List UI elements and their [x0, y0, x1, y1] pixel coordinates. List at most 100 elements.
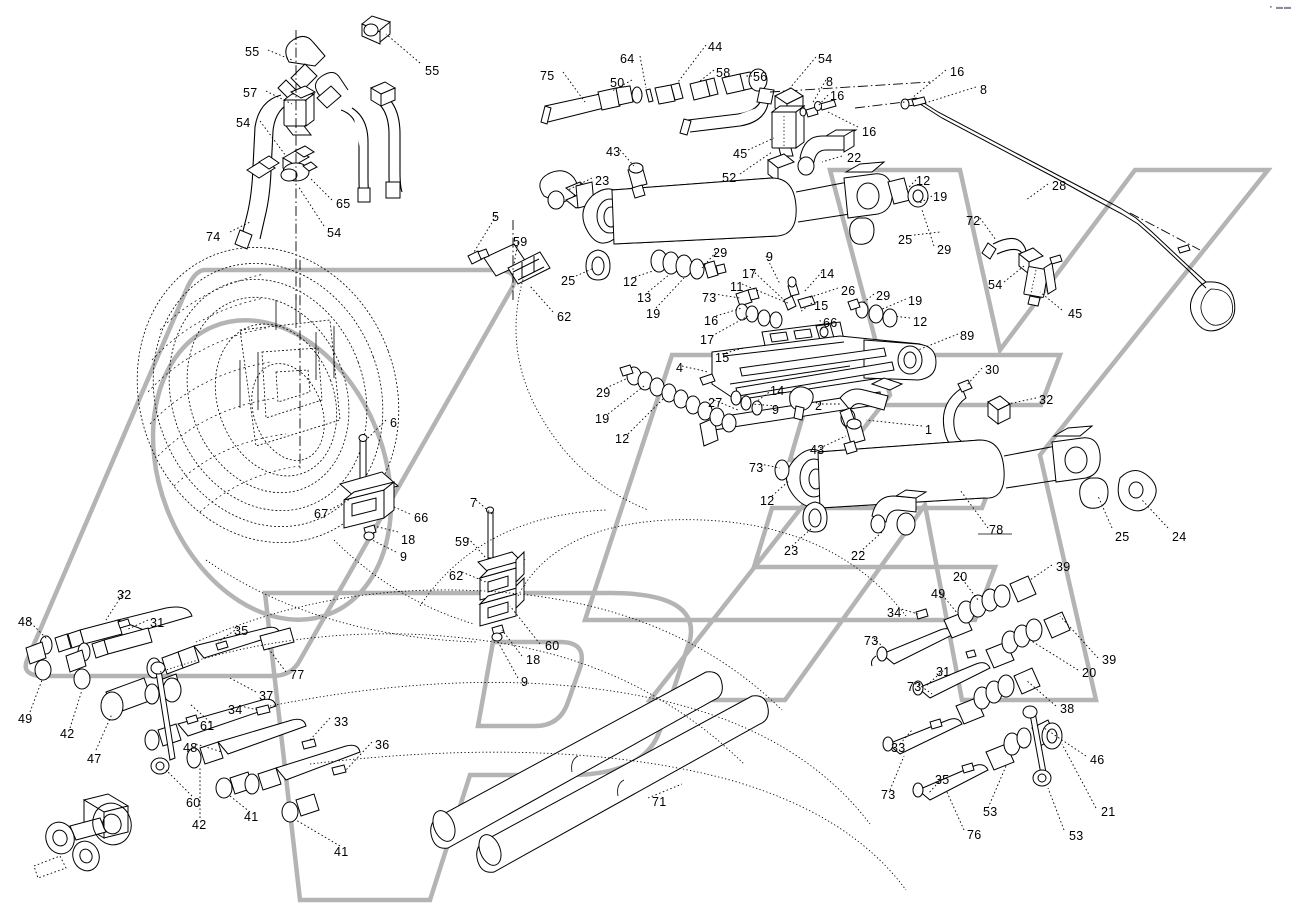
callout-number: 21	[1101, 805, 1116, 819]
right-mid-hose-group	[981, 237, 1063, 307]
callout-number: 25	[898, 233, 913, 247]
callout-number: 59	[455, 535, 470, 549]
callout-number: 35	[234, 624, 249, 638]
callout-number: 22	[847, 151, 862, 165]
callout-number: 58	[716, 66, 731, 80]
callout-number: 57	[243, 86, 258, 100]
callout-number: 54	[327, 226, 342, 240]
callout-number: 19	[908, 294, 923, 308]
callout-number: 34	[887, 606, 902, 620]
callout-number: 6	[390, 416, 398, 430]
callout-number: 8	[980, 83, 988, 97]
callout-number: 20	[1082, 666, 1097, 680]
callout-number: 73	[864, 634, 879, 648]
callout-number: 33	[891, 741, 906, 755]
callout-number: 11	[730, 280, 744, 294]
callout-number: 18	[526, 653, 541, 667]
callout-number: 39	[1102, 653, 1117, 667]
callout-number: 62	[449, 569, 464, 583]
callout-number: 8	[826, 75, 834, 89]
callout-number: 44	[708, 40, 723, 54]
callout-number: 13	[637, 291, 652, 305]
callout-number: 53	[1069, 829, 1084, 843]
callout-number: 16	[704, 314, 719, 328]
callout-number: 73	[749, 461, 764, 475]
callout-number: 53	[983, 805, 998, 819]
callout-number: 12	[916, 174, 931, 188]
callout-number: 48	[183, 741, 198, 755]
callout-number: 7	[470, 496, 478, 510]
callout-number: 41	[334, 845, 349, 859]
callout-number: 32	[1039, 393, 1054, 407]
callout-number: 35	[935, 773, 950, 787]
callout-number: 29	[876, 289, 891, 303]
callout-number: 75	[540, 69, 555, 83]
callout-number: 31	[150, 616, 165, 630]
callout-number: 55	[245, 45, 260, 59]
callout-number: 73	[881, 788, 896, 802]
callout-number: 37	[259, 689, 274, 703]
corner-mark: ▪ ▬▬	[1269, 4, 1292, 11]
callout-number: 5	[492, 210, 500, 224]
callout-number: 16	[830, 89, 845, 103]
callout-number: 49	[18, 712, 33, 726]
upper-hose-chain	[540, 68, 931, 184]
large-pipe-pair	[430, 671, 769, 873]
callout-number: 14	[820, 267, 835, 281]
callout-number: 43	[606, 145, 621, 159]
callout-number: 65	[336, 197, 351, 211]
callout-number: 25	[1115, 530, 1130, 544]
callout-number: 36	[375, 738, 390, 752]
center-rod-assembly	[619, 276, 1011, 455]
callout-number: 73	[702, 291, 717, 305]
callout-number: 27	[708, 396, 723, 410]
callout-number: 76	[967, 828, 982, 842]
callout-number: 19	[646, 307, 661, 321]
callout-number: 9	[400, 550, 408, 564]
callout-number: 15	[715, 351, 730, 365]
callout-number: 77	[290, 668, 305, 682]
callout-number: 9	[521, 675, 529, 689]
callout-number: 34	[228, 703, 243, 717]
callout-number: 47	[87, 752, 102, 766]
callout-number: 24	[1172, 530, 1187, 544]
callout-number: 49	[931, 587, 946, 601]
callout-number: 71	[652, 795, 667, 809]
callout-number: 29	[713, 246, 728, 260]
callout-number: 56	[753, 70, 768, 84]
callout-number: 62	[557, 310, 572, 324]
callout-number: 38	[1060, 702, 1075, 716]
callout-number: 74	[206, 230, 221, 244]
callout-number: 66	[414, 511, 429, 525]
callout-number: 14	[770, 384, 785, 398]
callout-number: 31	[936, 665, 951, 679]
callout-number: 55	[425, 64, 440, 78]
bottom-left-hose-assemblies	[25, 606, 361, 823]
callout-number: 26	[841, 284, 856, 298]
watermark-opex	[23, 167, 1273, 903]
mount-bracket-center	[477, 506, 526, 642]
callout-number: 78	[989, 523, 1004, 537]
callout-number: 12	[615, 432, 630, 446]
callout-number: 23	[784, 544, 799, 558]
callout-number: 16	[862, 125, 877, 139]
callout-number: 41	[244, 810, 259, 824]
callout-number: 18	[401, 533, 416, 547]
callout-number: 42	[192, 818, 207, 832]
callout-number: 2	[815, 399, 823, 413]
callout-number: 46	[1090, 753, 1105, 767]
callout-number: 52	[722, 171, 737, 185]
callout-number: 73	[907, 680, 922, 694]
callout-number: 9	[766, 250, 774, 264]
callout-number: 45	[1068, 307, 1083, 321]
callout-number: 42	[60, 727, 75, 741]
callout-number: 22	[851, 549, 866, 563]
callout-number: 19	[933, 190, 948, 204]
callout-number: 50	[610, 76, 625, 90]
callout-number: 67	[314, 507, 329, 521]
callout-number: 28	[1052, 179, 1067, 193]
callout-number: 72	[966, 214, 981, 228]
callout-number: 43	[810, 443, 825, 457]
